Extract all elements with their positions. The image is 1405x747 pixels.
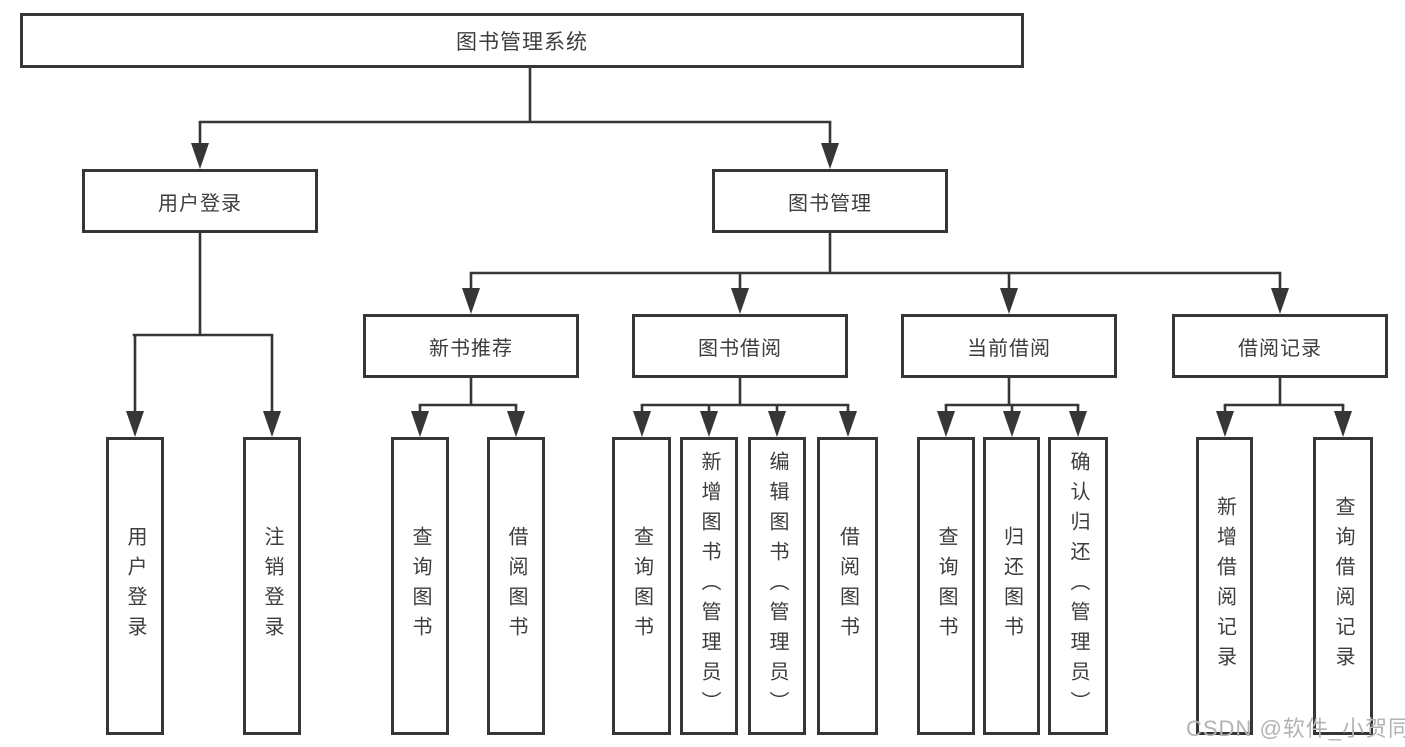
node-label: 新增借阅记录 bbox=[1213, 496, 1236, 676]
node-label: 借阅图书 bbox=[505, 526, 527, 646]
arrowhead-icon bbox=[839, 411, 857, 437]
leaf-return-books: 归还图书 bbox=[983, 437, 1040, 735]
node-label: 确认归还（管理员） bbox=[1067, 451, 1089, 721]
node-label: 图书管理系统 bbox=[456, 30, 588, 54]
node-label: 用户登录 bbox=[124, 526, 146, 646]
leaf-add-borrow-record: 新增借阅记录 bbox=[1196, 437, 1253, 735]
arrowhead-icon bbox=[768, 411, 786, 437]
node-label: 借阅记录 bbox=[1238, 337, 1322, 360]
arrowhead-icon bbox=[1069, 411, 1087, 437]
arrowhead-icon bbox=[126, 411, 144, 437]
arrowhead-icon bbox=[1003, 411, 1021, 437]
arrowhead-icon bbox=[821, 143, 839, 169]
arrowhead-icon bbox=[507, 411, 525, 437]
leaf-add-books-admin: 新增图书（管理员） bbox=[680, 437, 738, 735]
node-label: 编辑图书（管理员） bbox=[766, 451, 788, 721]
node-label: 新增图书（管理员） bbox=[698, 451, 720, 721]
arrowhead-icon bbox=[937, 411, 955, 437]
arrowhead-icon bbox=[1334, 411, 1352, 437]
node-label: 查询借阅记录 bbox=[1332, 496, 1354, 676]
arrowhead-icon bbox=[411, 411, 429, 437]
node-library-management-system: 图书管理系统 bbox=[20, 13, 1024, 68]
node-label: 借阅图书 bbox=[836, 526, 859, 646]
arrowhead-icon bbox=[633, 411, 651, 437]
node-user-login-branch: 用户登录 bbox=[82, 169, 318, 233]
leaf-borrow-books: 借阅图书 bbox=[817, 437, 878, 735]
leaf-query-borrow-record: 查询借阅记录 bbox=[1313, 437, 1373, 735]
arrowhead-icon bbox=[731, 288, 749, 314]
leaf-logout: 注销登录 bbox=[243, 437, 301, 735]
node-label: 查询图书 bbox=[409, 526, 431, 646]
leaf-query-books-current: 查询图书 bbox=[917, 437, 975, 735]
node-current-borrowing: 当前借阅 bbox=[901, 314, 1117, 378]
node-label: 注销登录 bbox=[261, 526, 283, 646]
node-label: 查询图书 bbox=[935, 526, 957, 646]
arrowhead-icon bbox=[263, 411, 281, 437]
leaf-borrow-books-recommend: 借阅图书 bbox=[487, 437, 545, 735]
node-label: 图书管理 bbox=[788, 192, 872, 215]
node-label: 查询图书 bbox=[630, 526, 653, 646]
arrowhead-icon bbox=[1271, 288, 1289, 314]
arrowhead-icon bbox=[700, 411, 718, 437]
watermark: CSDN @软件_小贺同学 bbox=[1186, 716, 1405, 741]
node-label: 用户登录 bbox=[158, 192, 242, 215]
leaf-query-books-recommend: 查询图书 bbox=[391, 437, 449, 735]
leaf-confirm-return-admin: 确认归还（管理员） bbox=[1048, 437, 1108, 735]
node-book-management-branch: 图书管理 bbox=[712, 169, 948, 233]
node-label: 新书推荐 bbox=[429, 337, 513, 360]
arrowhead-icon bbox=[462, 288, 480, 314]
leaf-edit-books-admin: 编辑图书（管理员） bbox=[748, 437, 806, 735]
leaf-query-books-borrowing: 查询图书 bbox=[612, 437, 671, 735]
node-label: 归还图书 bbox=[1000, 526, 1023, 646]
node-borrowing-records: 借阅记录 bbox=[1172, 314, 1388, 378]
node-new-book-recommendation: 新书推荐 bbox=[363, 314, 579, 378]
arrowhead-icon bbox=[1216, 411, 1234, 437]
arrowhead-icon bbox=[1000, 288, 1018, 314]
leaf-user-login: 用户登录 bbox=[106, 437, 164, 735]
node-book-borrowing: 图书借阅 bbox=[632, 314, 848, 378]
arrowhead-icon bbox=[191, 143, 209, 169]
node-label: 当前借阅 bbox=[967, 337, 1051, 360]
node-label: 图书借阅 bbox=[698, 337, 782, 360]
